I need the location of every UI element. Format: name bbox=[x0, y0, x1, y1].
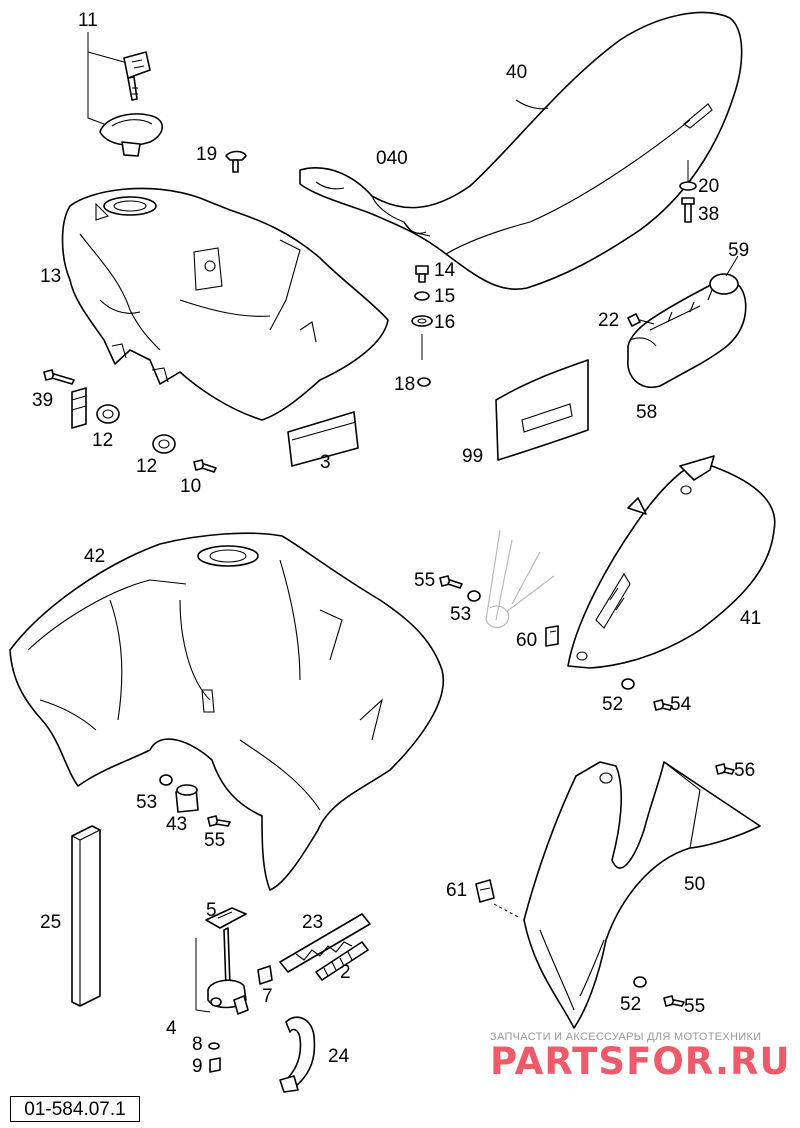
part-bolt-19 bbox=[225, 150, 247, 173]
callout-52b: 52 bbox=[620, 994, 641, 1015]
part-ktm-decal-99 bbox=[495, 359, 589, 461]
callout-56: 56 bbox=[734, 760, 755, 781]
part-seat bbox=[299, 11, 743, 290]
callout-39: 39 bbox=[32, 390, 53, 411]
part-side-fasteners bbox=[43, 369, 217, 473]
callout-53b: 53 bbox=[136, 792, 157, 813]
callout-7: 7 bbox=[262, 986, 273, 1007]
part-fuel-tank bbox=[61, 187, 389, 421]
watermark-tagline: ЗАПЧАСТИ И АКСЕССУАРЫ ДЛЯ МОТОТЕХНИКИ bbox=[490, 1031, 762, 1043]
part-fuel-hoses bbox=[279, 913, 371, 981]
callout-2: 2 bbox=[340, 962, 351, 983]
part-panel-fasteners bbox=[621, 678, 673, 711]
callout-55a: 55 bbox=[414, 570, 435, 591]
callout-42: 42 bbox=[84, 546, 105, 567]
part-side-panel-41 bbox=[567, 455, 776, 669]
part-key-and-cap bbox=[87, 32, 164, 157]
part-tank-shroud bbox=[9, 532, 445, 891]
part-fastener-stack bbox=[411, 265, 433, 387]
callout-54: 54 bbox=[670, 694, 692, 715]
callout-4: 4 bbox=[166, 1018, 177, 1039]
callout-3: 3 bbox=[320, 452, 331, 473]
part-tool-bag bbox=[627, 255, 747, 389]
callout-040: 040 bbox=[376, 148, 408, 169]
part-bracket-fasteners bbox=[439, 575, 559, 647]
part-bracket-outline bbox=[485, 529, 555, 629]
part-fuel-tap bbox=[195, 907, 273, 1073]
callout-50: 50 bbox=[684, 874, 705, 895]
callout-18: 18 bbox=[394, 374, 415, 395]
callout-58: 58 bbox=[636, 402, 657, 423]
part-decal-strip-3 bbox=[287, 411, 359, 467]
callout-13: 13 bbox=[40, 266, 61, 287]
callout-15: 15 bbox=[434, 286, 455, 307]
callout-14: 14 bbox=[434, 260, 456, 281]
callout-20: 20 bbox=[698, 176, 719, 197]
callout-19: 19 bbox=[196, 144, 217, 165]
callout-9: 9 bbox=[192, 1056, 203, 1077]
watermark-logo: PARTSFOR.RU bbox=[490, 1040, 791, 1083]
part-clip-61 bbox=[475, 879, 495, 903]
callout-8: 8 bbox=[192, 1034, 203, 1055]
callout-12a: 12 bbox=[92, 430, 113, 451]
callout-25: 25 bbox=[40, 912, 61, 933]
part-lower-fasteners bbox=[633, 976, 685, 1007]
diagram-code: 01-584.07.1 bbox=[10, 1096, 140, 1122]
part-foam-strip-25 bbox=[71, 825, 101, 1007]
part-washer-20-bolt-38 bbox=[679, 160, 697, 223]
callout-55c: 55 bbox=[684, 996, 705, 1017]
part-shroud-fasteners bbox=[159, 774, 231, 827]
callout-labels: 11 19 40 040 20 38 13 14 15 16 59 22 18 … bbox=[32, 10, 761, 1077]
callout-5: 5 bbox=[206, 900, 217, 921]
callout-55b: 55 bbox=[204, 830, 225, 851]
part-side-panel-50 bbox=[493, 761, 761, 1029]
callout-10: 10 bbox=[180, 476, 201, 497]
callout-12b: 12 bbox=[136, 456, 157, 477]
callout-23: 23 bbox=[302, 912, 323, 933]
callout-24: 24 bbox=[328, 1046, 350, 1067]
callout-60: 60 bbox=[516, 630, 537, 651]
callout-43: 43 bbox=[166, 814, 187, 835]
callout-61: 61 bbox=[446, 880, 467, 901]
callout-41: 41 bbox=[740, 608, 761, 629]
callout-11: 11 bbox=[78, 10, 98, 31]
callout-40: 40 bbox=[506, 62, 527, 83]
callout-59: 59 bbox=[728, 240, 749, 261]
callout-38: 38 bbox=[698, 204, 719, 225]
callout-53a: 53 bbox=[450, 604, 471, 625]
part-hose-24 bbox=[279, 1016, 316, 1093]
callout-16: 16 bbox=[434, 312, 455, 333]
callout-99: 99 bbox=[462, 446, 483, 467]
callout-52a: 52 bbox=[602, 694, 623, 715]
part-bolt-56 bbox=[715, 763, 735, 775]
callout-22: 22 bbox=[598, 310, 619, 331]
